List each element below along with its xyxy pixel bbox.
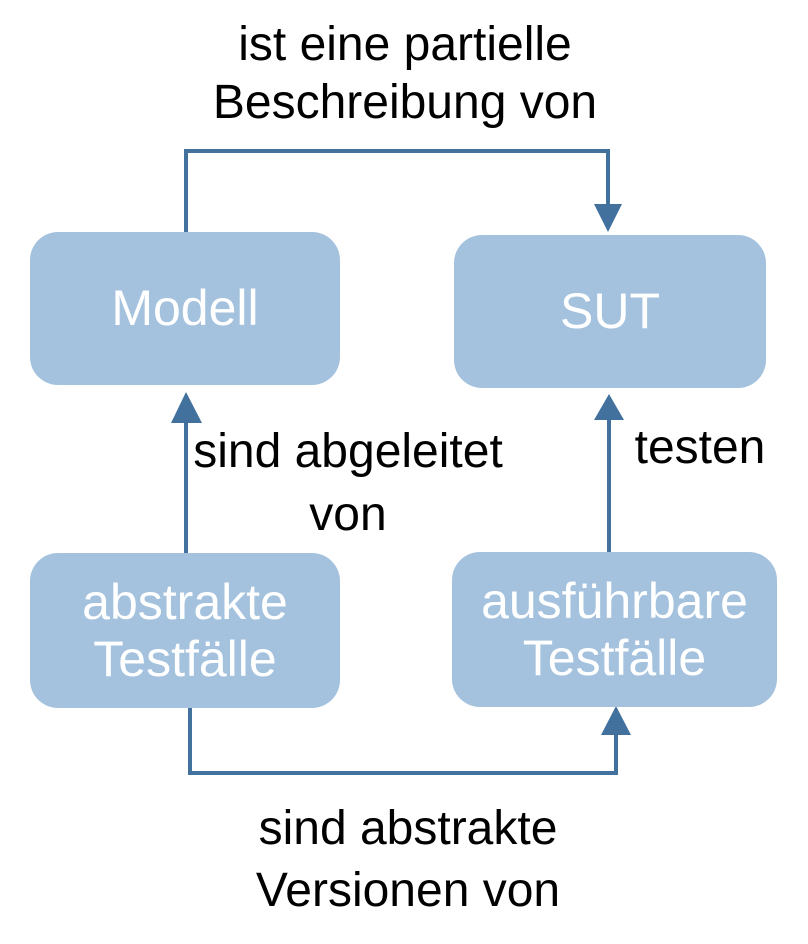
- arrowhead-up-icon: [601, 706, 631, 735]
- edge-label-beschreibung: ist eine partielle Beschreibung von: [212, 18, 598, 129]
- edge-abstrakte-to-ausfuehrbare: [188, 706, 631, 775]
- arrowhead-up-icon: [594, 394, 624, 420]
- node-modell: Modell: [30, 232, 340, 385]
- arrowhead-up-icon: [171, 392, 202, 423]
- edge-modell-to-sut-line: [184, 149, 610, 232]
- edge-modell-to-sut: [184, 149, 622, 232]
- edge-label-abgeleitet: sind abgeleitet von: [193, 425, 503, 541]
- edge-abstrakte-to-ausfuehrbare-line: [188, 708, 618, 775]
- node-ausfuehrbare-testfaelle: ausführbare Testfälle: [452, 552, 777, 707]
- edge-ausfuehrbare-to-sut: [594, 394, 624, 552]
- arrowhead-down-icon: [594, 204, 622, 232]
- node-sut: SUT: [454, 235, 766, 388]
- edge-label-testen: testen: [634, 421, 766, 474]
- node-abstrakte-testfaelle: abstrakte Testfälle: [30, 553, 340, 708]
- edge-abstrakte-to-modell: [171, 392, 202, 553]
- edge-label-versionen: sind abstrakte Versionen von: [255, 802, 561, 917]
